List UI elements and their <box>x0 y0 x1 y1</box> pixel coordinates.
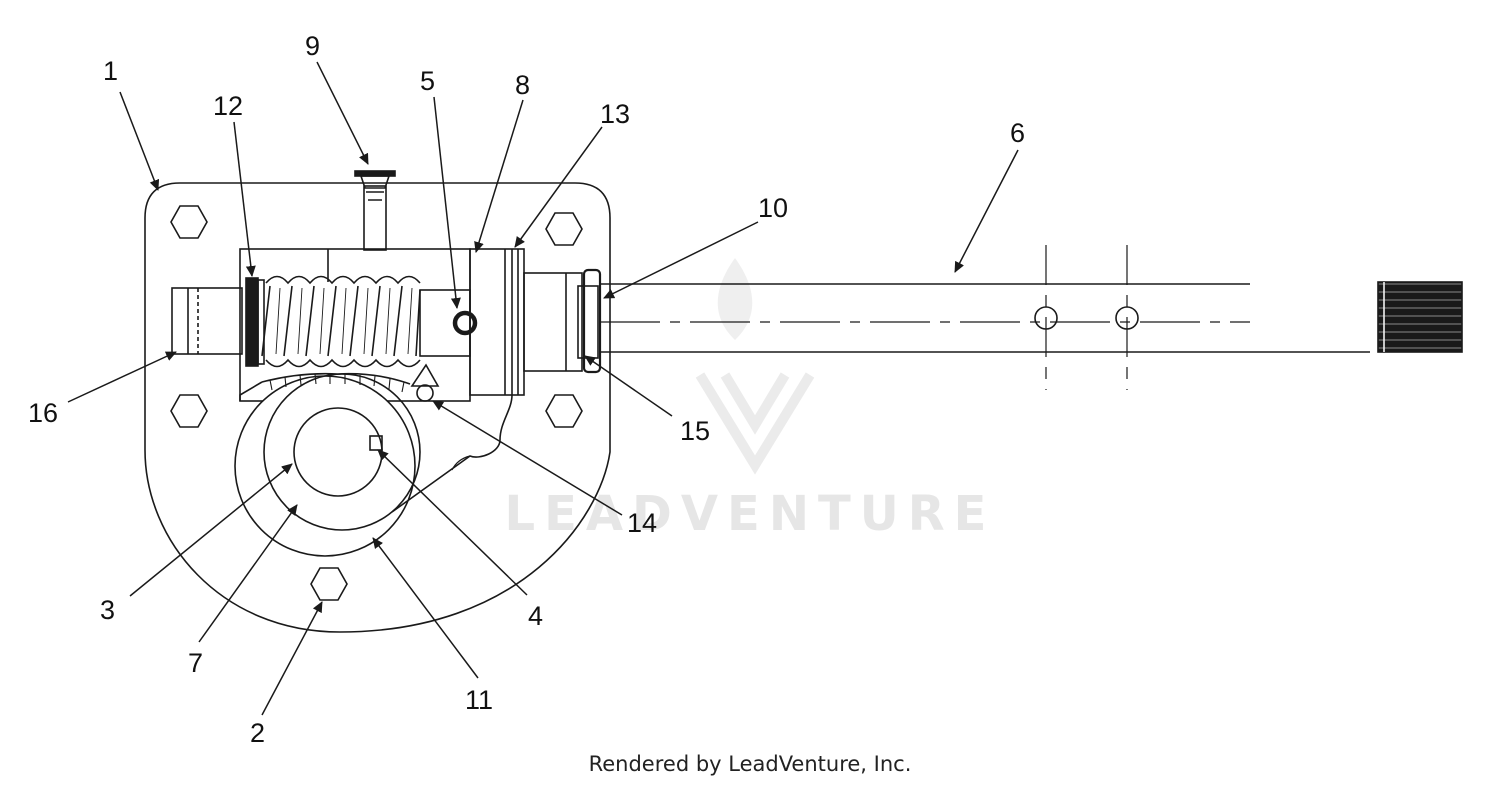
thrust-washer <box>245 277 259 367</box>
left-bushing <box>171 287 243 355</box>
callout-4: 4 <box>528 601 543 631</box>
callout-labels: 1 9 12 5 8 13 6 10 16 15 14 3 4 7 11 2 <box>28 31 1025 748</box>
leader-4 <box>377 449 528 596</box>
callout-1: 1 <box>103 56 118 86</box>
callout-12: 12 <box>213 91 243 121</box>
gearbox-assembly <box>144 170 1463 633</box>
watermark-text: LEADVENTURE <box>505 486 996 542</box>
watermark-logo-icon <box>695 258 815 475</box>
callout-3: 3 <box>100 595 115 625</box>
leader-15 <box>584 355 673 417</box>
callout-11: 11 <box>465 685 493 715</box>
footer-credit: Rendered by LeadVenture, Inc. <box>588 752 912 776</box>
leader-16 <box>67 351 177 403</box>
shaft-key <box>369 435 383 451</box>
bearing-collar <box>469 248 525 396</box>
bolt-top-right <box>545 212 583 246</box>
leader-7 <box>198 504 298 643</box>
callout-2: 2 <box>250 718 265 748</box>
bolt-bottom-left <box>170 394 208 428</box>
callout-9: 9 <box>305 31 320 61</box>
leader-10 <box>603 221 759 299</box>
leader-3 <box>129 463 293 597</box>
worm-housing <box>239 248 471 402</box>
leader-13 <box>514 126 603 248</box>
callout-13: 13 <box>600 99 630 129</box>
leader-9 <box>316 61 369 165</box>
sector-gear <box>234 372 421 557</box>
leader-lines <box>67 61 1019 716</box>
bolt-top-left <box>170 205 208 239</box>
leader-1 <box>119 91 160 191</box>
callout-6: 6 <box>1010 118 1025 148</box>
callout-16: 16 <box>28 398 58 428</box>
bolt-bottom-right <box>545 394 583 428</box>
worm-gear <box>261 275 421 368</box>
callout-8: 8 <box>515 70 530 100</box>
bolt-bottom <box>310 567 348 601</box>
leader-5 <box>433 96 461 309</box>
callout-15: 15 <box>680 416 710 446</box>
callout-7: 7 <box>188 648 203 678</box>
steering-shaft <box>600 245 1463 390</box>
leader-8 <box>474 99 524 253</box>
bearing-ball <box>452 310 478 336</box>
worm-shaft-hub <box>419 289 471 357</box>
leader-6 <box>954 149 1019 273</box>
housing-plate <box>144 182 611 633</box>
splined-end <box>1377 281 1463 353</box>
leader-14 <box>432 400 623 516</box>
pointer-fitting <box>391 363 513 513</box>
leader-11 <box>372 537 479 679</box>
callout-14: 14 <box>627 508 657 538</box>
shaft-hole-1 <box>1034 306 1058 330</box>
leader-2 <box>261 601 323 716</box>
shaft-hole-2 <box>1115 306 1139 330</box>
leader-12 <box>233 121 256 277</box>
shaft-bushing <box>577 285 599 359</box>
callout-5: 5 <box>420 66 435 96</box>
grease-fitting <box>354 170 396 251</box>
shaft-sleeve <box>523 272 583 372</box>
housing-bolts <box>170 205 583 601</box>
callout-10: 10 <box>758 193 788 223</box>
shaft-washer <box>582 268 602 374</box>
